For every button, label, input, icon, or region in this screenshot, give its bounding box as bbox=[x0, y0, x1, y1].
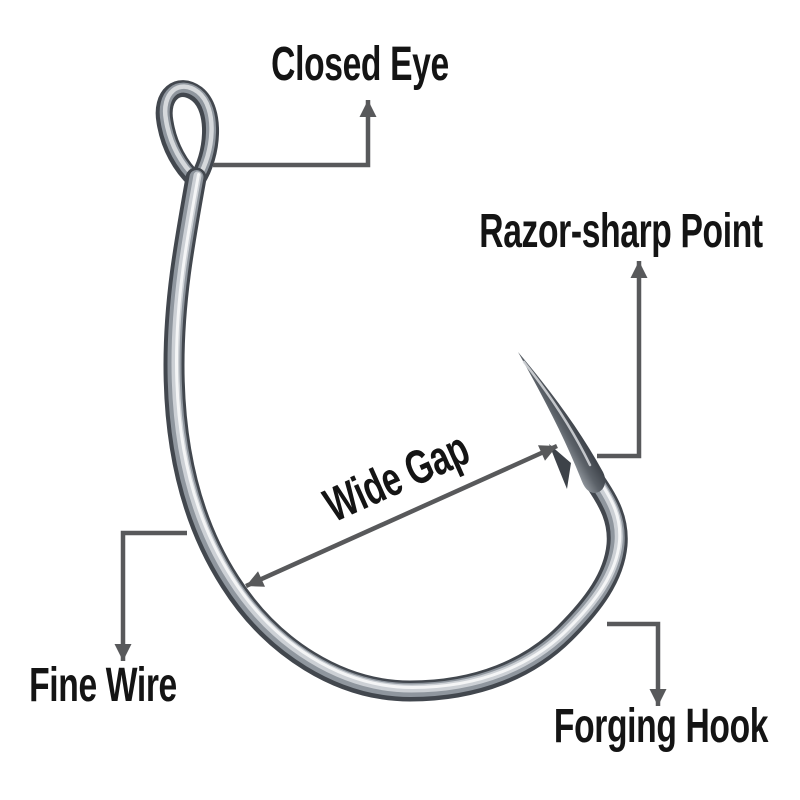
fine-wire-arrow bbox=[114, 530, 187, 661]
hook-point bbox=[518, 352, 606, 493]
wide-gap-arrow bbox=[245, 443, 558, 589]
forging-hook-arrow bbox=[607, 621, 667, 706]
closed-eye-arrow bbox=[213, 100, 377, 168]
callout-arrows bbox=[114, 100, 667, 706]
hook-barb bbox=[549, 444, 571, 489]
closed-eye-label: Closed Eye bbox=[271, 38, 449, 91]
razor-sharp-point-label: Razor-sharp Point bbox=[479, 205, 763, 258]
hook-wire bbox=[163, 167, 628, 702]
hook-eye bbox=[155, 80, 220, 189]
razor-point-arrow bbox=[597, 261, 648, 459]
hook-graphic bbox=[155, 80, 628, 702]
forging-hook-label: Forging Hook bbox=[553, 700, 769, 753]
fine-wire-label: Fine Wire bbox=[29, 659, 177, 712]
